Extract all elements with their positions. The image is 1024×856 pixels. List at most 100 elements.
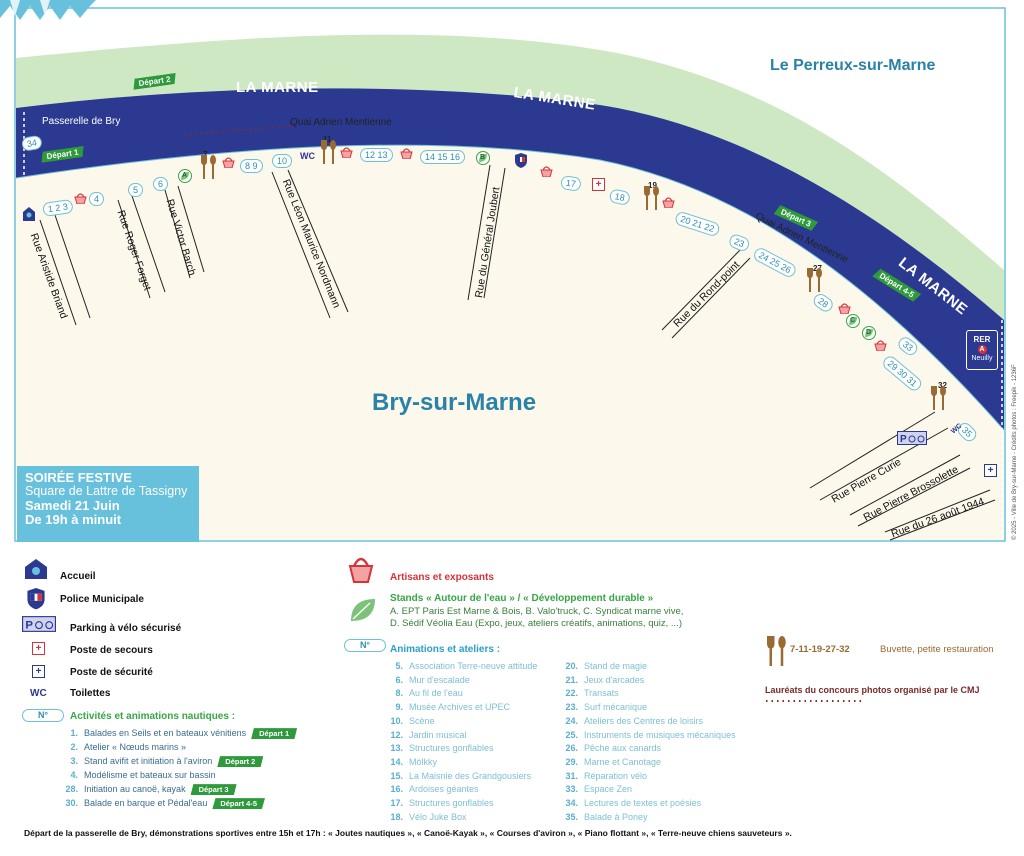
map-pill: 6 bbox=[153, 177, 169, 191]
item-text: Réparation vélo bbox=[584, 770, 648, 781]
item-number: 35. bbox=[565, 811, 578, 822]
basket-icon bbox=[662, 197, 675, 208]
animation-item: 16.Ardoises géantes bbox=[385, 784, 478, 795]
item-number: 30. bbox=[65, 798, 78, 808]
item-text: Balades en Seils et en bateaux vénitiens bbox=[84, 728, 247, 738]
item-text: Structures gonflables bbox=[409, 743, 494, 754]
item-text: Balade à Poney bbox=[584, 811, 648, 822]
basket-icon bbox=[340, 147, 353, 158]
fork-spoon-icon bbox=[931, 386, 946, 410]
item-text: Musée Archives et UPEC bbox=[409, 702, 511, 713]
svg-text:P: P bbox=[25, 620, 33, 632]
legend-wc: WC bbox=[30, 688, 47, 699]
dotted-line-icon bbox=[766, 700, 864, 702]
buvette-number: 19 bbox=[648, 181, 657, 190]
wc-label: WC bbox=[300, 151, 315, 161]
basket-icon bbox=[348, 557, 374, 583]
number-pill: N° bbox=[344, 639, 386, 652]
animation-item: 5.Association Terre-neuve attitude bbox=[385, 661, 537, 671]
map-pill: 10 bbox=[272, 154, 293, 168]
fork-spoon-icon bbox=[321, 140, 336, 164]
rer-station-name: Neuilly bbox=[971, 355, 993, 362]
town-label: Le Perreux-sur-Marne bbox=[770, 57, 936, 74]
item-number: 9. bbox=[395, 702, 403, 713]
item-number: 12. bbox=[390, 729, 403, 740]
animation-item: 9. Musée Archives et UPEC bbox=[385, 702, 510, 712]
soiree-date: Samedi 21 Juin bbox=[25, 498, 120, 514]
item-number: 13. bbox=[390, 743, 403, 754]
item-number: 15. bbox=[390, 770, 403, 781]
accueil-icon bbox=[25, 559, 47, 579]
buvette-number: 32 bbox=[938, 381, 947, 390]
buvette-number: 27 bbox=[813, 264, 822, 273]
soiree-festive-box: SOIRÉE FESTIVE Square de Lattre de Tassi… bbox=[17, 466, 199, 542]
animation-item: 21.Jeux d'arcades bbox=[560, 675, 644, 685]
legend-accueil: Accueil bbox=[60, 571, 96, 582]
legend-laureats: Lauréats du concours photos organisé par… bbox=[765, 685, 980, 695]
item-text: Stand avifit et initiation à l'aviron bbox=[84, 756, 213, 766]
animation-item: 33.Espace Zen bbox=[560, 784, 632, 794]
buvette-number: 7 bbox=[203, 150, 208, 159]
basket-icon bbox=[74, 193, 87, 204]
legend-stands-line: A. EPT Paris Est Marne & Bois, B. Valo't… bbox=[390, 606, 684, 617]
item-number: 16. bbox=[390, 784, 403, 795]
basket-icon bbox=[874, 340, 887, 351]
basket-icon bbox=[838, 303, 851, 314]
map-background bbox=[0, 0, 1006, 542]
animation-item: 35. Balade à Poney bbox=[560, 811, 648, 822]
animation-item: 8.Au fil de l'eau bbox=[385, 688, 462, 698]
map-pill: 12 13 bbox=[360, 148, 393, 162]
item-text: Atelier « Nœuds marins » bbox=[84, 742, 187, 752]
police-icon bbox=[27, 588, 45, 610]
depart-tag: Départ 2 bbox=[217, 756, 264, 768]
item-number: 5. bbox=[395, 661, 403, 671]
item-number: 33. bbox=[565, 784, 578, 795]
animation-item: 17.Structures gonflables bbox=[385, 798, 493, 808]
river-label: LA MARNE bbox=[236, 79, 319, 96]
item-number: 25. bbox=[565, 729, 578, 740]
legend-buvette: Buvette, petite restauration bbox=[880, 644, 994, 655]
quai-label: Quai Adrien Mentienne bbox=[290, 117, 392, 128]
item-number: 34. bbox=[565, 798, 578, 808]
buvette-number: 11 bbox=[323, 135, 332, 144]
depart-tag: Départ 4-5 bbox=[212, 798, 266, 810]
animation-item: 6.Mur d'escalade bbox=[385, 675, 469, 685]
legend-parking: Parking à vélo sécurisé bbox=[70, 623, 182, 634]
stand-letter: A bbox=[182, 172, 188, 179]
nautique-item: 4. Modélisme et bateaux sur bassin bbox=[60, 770, 216, 780]
basket-icon bbox=[222, 157, 235, 168]
soiree-time: De 19h à minuit bbox=[25, 512, 122, 528]
map-pill: 4 bbox=[89, 192, 105, 206]
item-text: La Maisnie des Grandgousiers bbox=[409, 770, 532, 781]
animation-item: 31. Réparation vélo bbox=[560, 771, 647, 781]
item-text: Vélo Juke Box bbox=[409, 811, 467, 822]
animation-item: 10.Scène bbox=[385, 716, 434, 726]
item-number: 21. bbox=[565, 674, 578, 685]
stand-letter: B bbox=[480, 154, 486, 161]
item-number: 2. bbox=[70, 742, 78, 752]
item-number: 23. bbox=[565, 702, 578, 713]
item-text: Ateliers des Centres de loisirs bbox=[584, 715, 704, 726]
nautique-item: 1.Balades en Seils et en bateaux vénitie… bbox=[60, 728, 298, 740]
nautique-item: 2. Atelier « Nœuds marins » bbox=[60, 742, 186, 752]
basket-icon bbox=[540, 166, 553, 177]
legend-nautique-title: Activités et animations nautiques : bbox=[70, 711, 236, 722]
river-marne bbox=[16, 88, 1004, 430]
item-number: 14. bbox=[390, 756, 403, 767]
item-number: 24. bbox=[565, 715, 578, 726]
animation-item: 12.Jardin musical bbox=[385, 729, 466, 740]
depart-tag: Départ 3 bbox=[190, 784, 237, 796]
item-number: 4. bbox=[70, 770, 78, 780]
map-pill: 14 15 16 bbox=[420, 150, 466, 164]
animation-item: 26.Pêche aux canards bbox=[560, 743, 661, 753]
item-text: Modélisme et bateaux sur bassin bbox=[84, 770, 216, 780]
street-lines bbox=[39, 164, 996, 541]
item-text: Transats bbox=[584, 688, 619, 699]
stand-letter: D bbox=[866, 329, 872, 336]
town-label: Bry-sur-Marne bbox=[372, 389, 537, 416]
map-pill: 8 9 bbox=[240, 159, 263, 173]
animation-item: 18.Vélo Juke Box bbox=[385, 811, 467, 822]
item-number: 31. bbox=[565, 770, 578, 781]
